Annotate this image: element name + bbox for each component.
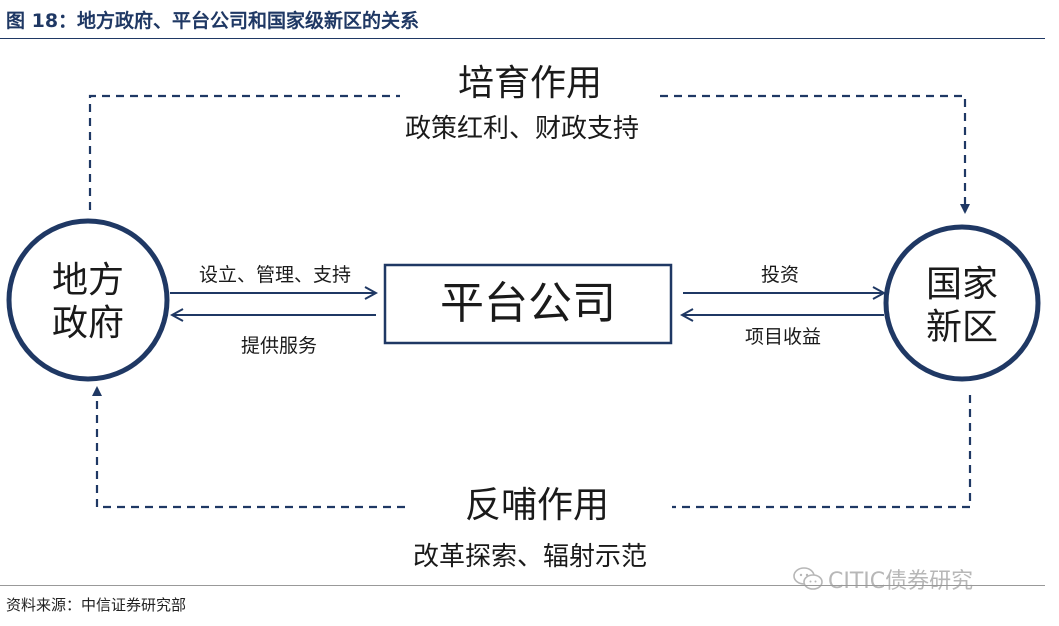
district-line2: 新区	[926, 307, 998, 348]
node-local-government: 地方 政府	[6, 218, 170, 382]
label-district-to-platform: 项目收益	[745, 326, 821, 348]
top-loop-line-left	[88, 94, 400, 210]
wechat-icon	[792, 565, 824, 593]
title-rule	[0, 38, 1045, 39]
watermark: CITIC债券研究	[792, 562, 973, 596]
node-new-district: 国家 新区	[883, 224, 1041, 382]
local-gov-line1: 地方	[52, 260, 124, 301]
top-loop-title: 培育作用	[458, 63, 602, 104]
label-platform-to-district: 投资	[761, 264, 799, 286]
watermark-text: CITIC债券研究	[828, 569, 974, 594]
bottom-loop-title: 反哺作用	[465, 485, 609, 526]
bottom-loop-line-left	[92, 386, 405, 509]
top-loop-subtitle: 政策红利、财政支持	[405, 114, 639, 144]
bottom-loop-subtitle: 改革探索、辐射示范	[413, 542, 647, 572]
figure-title: 图 18：地方政府、平台公司和国家级新区的关系	[6, 10, 420, 32]
bottom-loop-line-right	[672, 395, 972, 509]
source-note: 资料来源：中信证券研究部	[6, 596, 187, 614]
footer-rule	[0, 585, 1045, 586]
local-gov-line2: 政府	[52, 303, 124, 344]
top-loop-line-right	[660, 94, 970, 214]
platform-label: 平台公司	[440, 278, 616, 329]
district-line1: 国家	[926, 264, 998, 305]
label-gov-to-platform: 设立、管理、支持	[199, 264, 351, 286]
node-platform-company: 平台公司	[383, 263, 673, 345]
label-platform-to-gov: 提供服务	[241, 335, 317, 357]
